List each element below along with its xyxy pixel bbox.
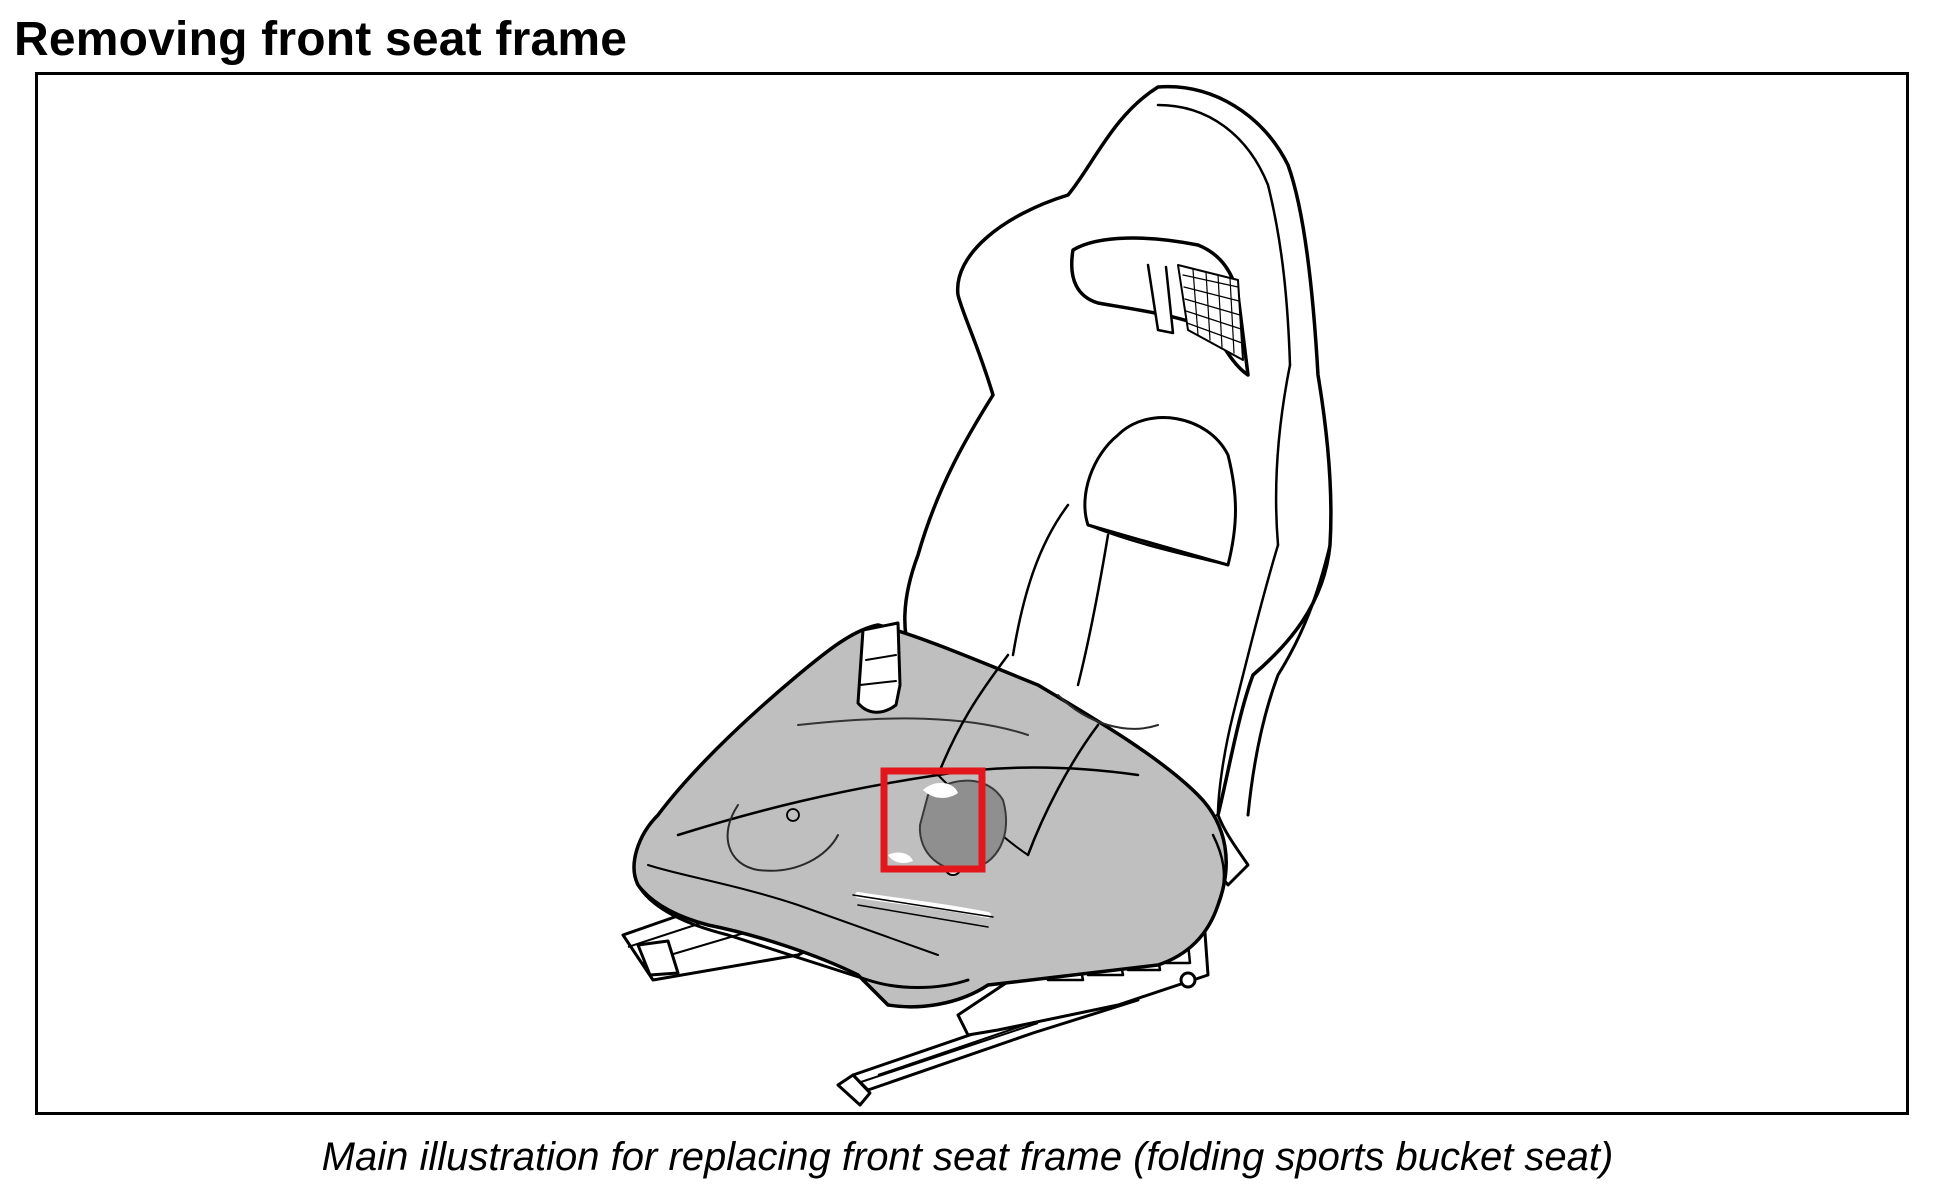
page-title: Removing front seat frame [14, 13, 628, 66]
seat-illustration [621, 84, 1333, 1107]
illustration-frame [35, 72, 1909, 1115]
figure-caption: Main illustration for replacing front se… [321, 1135, 1614, 1179]
mesh-pattern [1182, 269, 1243, 354]
highlight-box [880, 767, 986, 873]
